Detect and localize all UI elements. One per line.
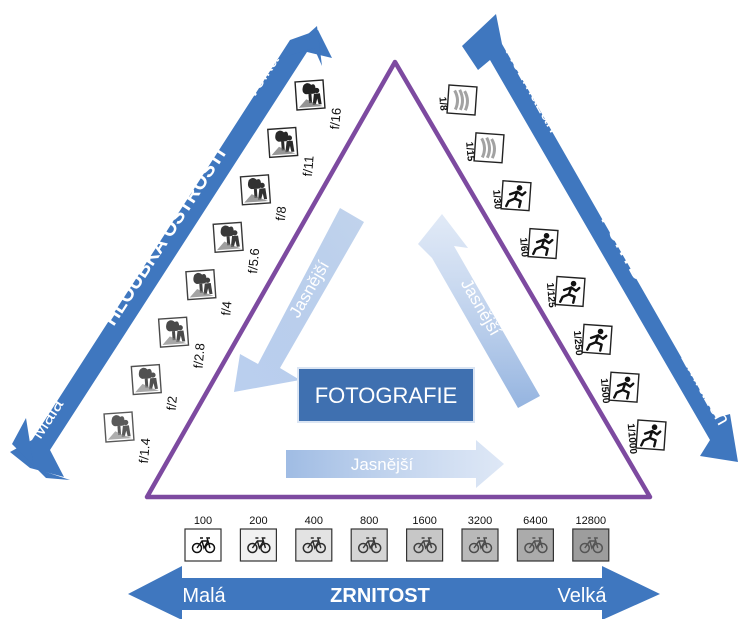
iso-label: 200 [249, 515, 267, 527]
running-person-icon [553, 275, 587, 308]
iso-label: 100 [194, 515, 212, 527]
shutter-label: 1/1000 [625, 423, 639, 455]
shutter-label: 1/60 [517, 237, 530, 258]
shutter-label: 1/250 [571, 330, 584, 356]
aperture-sample-icon [294, 79, 326, 111]
iso-sample-frame [184, 528, 222, 562]
aperture-label: f/1.4 [136, 437, 153, 464]
iso-label: 800 [360, 515, 378, 527]
shutter-label: 1/30 [490, 189, 503, 210]
aperture-scale: f/1.4 f/2 f/2.8 f/4 f/5.6 f/8 f/11 f/16 [103, 79, 344, 464]
aperture-sample-icon [212, 221, 244, 253]
running-person-icon [499, 179, 533, 212]
iso-sample-frame [572, 528, 610, 562]
aperture-label: f/8 [273, 206, 289, 222]
noise-high-label: Velká [558, 585, 608, 607]
brightness-bottom-label: Jasnější [351, 455, 414, 474]
iso-label: 6400 [523, 515, 547, 527]
aperture-label: f/2 [164, 395, 180, 411]
center-box [297, 367, 475, 423]
iso-label: 1600 [412, 515, 436, 527]
depth-of-field-title: HLOUBKA OSTROSTI [99, 144, 230, 330]
running-person-icon [607, 371, 641, 404]
aperture-sample-icon [185, 269, 217, 301]
brightness-left-arrow [234, 208, 364, 392]
shutter-label: 1/500 [598, 378, 611, 404]
aperture-sample-icon [157, 316, 190, 348]
shutter-label: 1/15 [463, 141, 476, 162]
iso-label: 400 [305, 515, 323, 527]
running-person-icon [580, 323, 614, 356]
shutter-scale: 1/8 1/15 1/30 1/60 1/125 1/250 1/500 1/1000 [436, 83, 668, 455]
aperture-label: f/16 [327, 107, 344, 130]
running-person-icon [526, 227, 560, 260]
aperture-sample-icon [239, 174, 272, 206]
depth-of-field-arrow [10, 26, 332, 480]
iso-label: 12800 [576, 515, 607, 527]
aperture-label: f/2.8 [191, 342, 208, 369]
noise-title: ZRNITOST [330, 585, 430, 607]
aperture-sample-icon [130, 363, 162, 396]
noise-low-label: Malá [182, 585, 226, 607]
center-label: FOTOGRAFIE [315, 383, 458, 408]
motion-arrow [462, 14, 738, 462]
running-person-icon [634, 418, 668, 452]
shutter-label: 1/125 [544, 282, 557, 308]
brightness-bottom-arrow [286, 440, 504, 488]
aperture-label: f/4 [218, 300, 234, 316]
motion-blur-icon [445, 83, 479, 117]
motion-blur-icon [472, 131, 506, 165]
noise-arrow [128, 566, 660, 619]
brightness-right-arrow [418, 214, 540, 408]
iso-scale: 100 200 400 800 1600 3200 6400 12800 [184, 515, 610, 562]
shutter-label: 1/8 [436, 96, 448, 111]
exposure-triangle [144, 59, 653, 500]
aperture-sample-icon [103, 411, 135, 443]
iso-label: 3200 [468, 515, 492, 527]
aperture-label: f/5.6 [245, 248, 262, 275]
aperture-label: f/11 [300, 155, 317, 177]
aperture-sample-icon [267, 126, 299, 159]
